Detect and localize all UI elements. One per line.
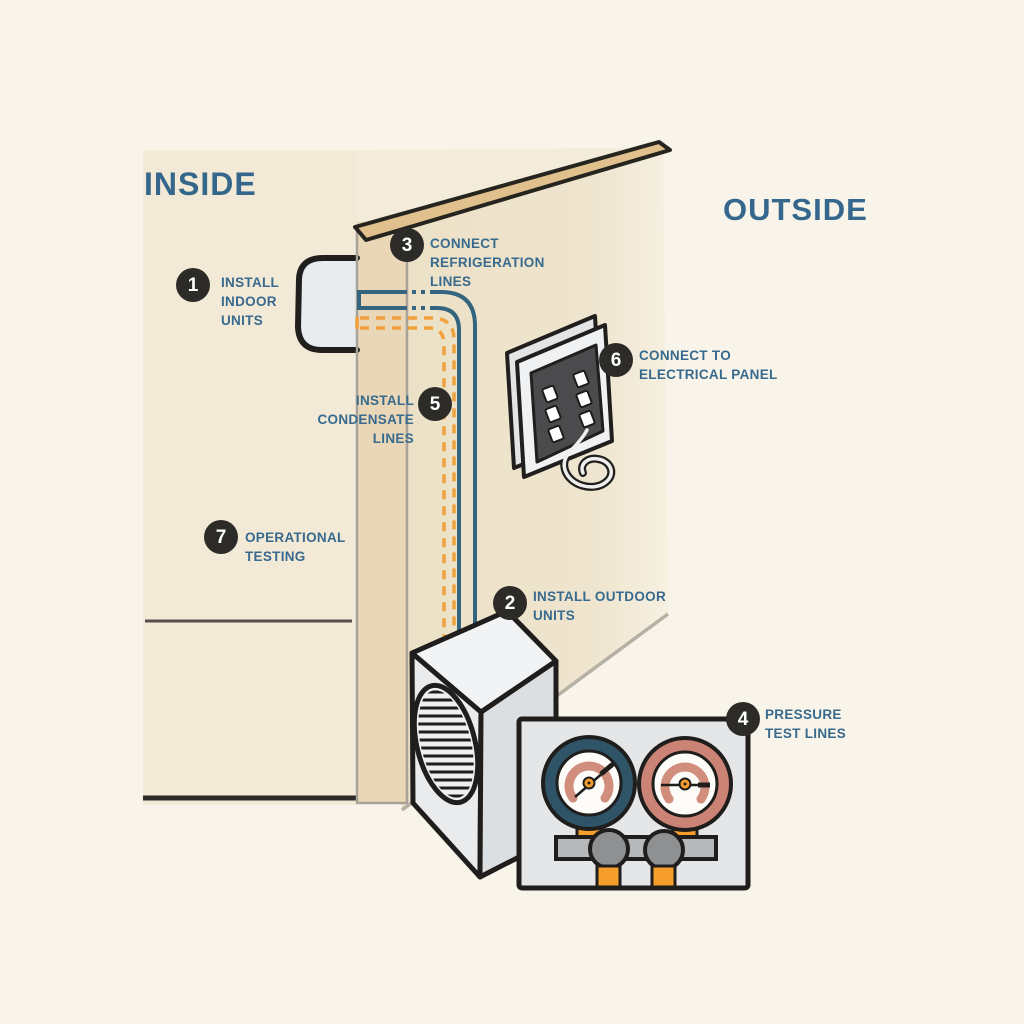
step-6-badge: 6 xyxy=(599,343,633,377)
low-pressure-gauge-icon xyxy=(541,735,637,831)
panel-wire xyxy=(562,428,614,489)
breaker-switches xyxy=(541,369,596,444)
manifold-bar xyxy=(554,835,718,861)
manifold-knob-left xyxy=(588,828,630,870)
step-3-label: CONNECT REFRIGERATION LINES xyxy=(430,236,545,289)
wall-top-edge xyxy=(353,140,672,242)
step-1-label: INSTALL INDOOR UNITS xyxy=(221,275,280,328)
gauge-manifold-graphic xyxy=(516,716,751,891)
inside-wall xyxy=(143,150,357,805)
step-4-label: PRESSURE TEST LINES xyxy=(765,707,847,741)
step-2-badge: 2 xyxy=(493,586,527,620)
step-1-badge: 1 xyxy=(176,268,210,302)
step-5-badge: 5 xyxy=(418,387,452,421)
step-3-badge: 3 xyxy=(390,228,424,262)
manifold-knob-right xyxy=(643,829,685,871)
outside-title: OUTSIDE xyxy=(723,192,868,227)
inside-title: INSIDE xyxy=(144,166,257,202)
indoor-unit-graphic xyxy=(294,255,360,353)
manifold-port-left xyxy=(595,864,622,889)
step-7-badge: 7 xyxy=(204,520,238,554)
refrigeration-lines-graphic xyxy=(357,290,477,651)
electrical-panel-graphic xyxy=(505,314,616,491)
step-6-label: CONNECT TO ELECTRICAL PANEL xyxy=(639,348,778,382)
step-5-label: INSTALL CONDENSATE LINES xyxy=(317,393,414,446)
high-pressure-gauge-icon xyxy=(637,736,733,832)
manifold-port-right xyxy=(650,864,677,889)
step-7-label: OPERATIONAL TESTING xyxy=(245,530,346,564)
step-4-badge: 4 xyxy=(726,702,760,736)
step-2-label: INSTALL OUTDOOR UNITS xyxy=(533,589,666,623)
outdoor-unit-top xyxy=(409,608,559,715)
condensate-line-graphic xyxy=(355,316,456,636)
